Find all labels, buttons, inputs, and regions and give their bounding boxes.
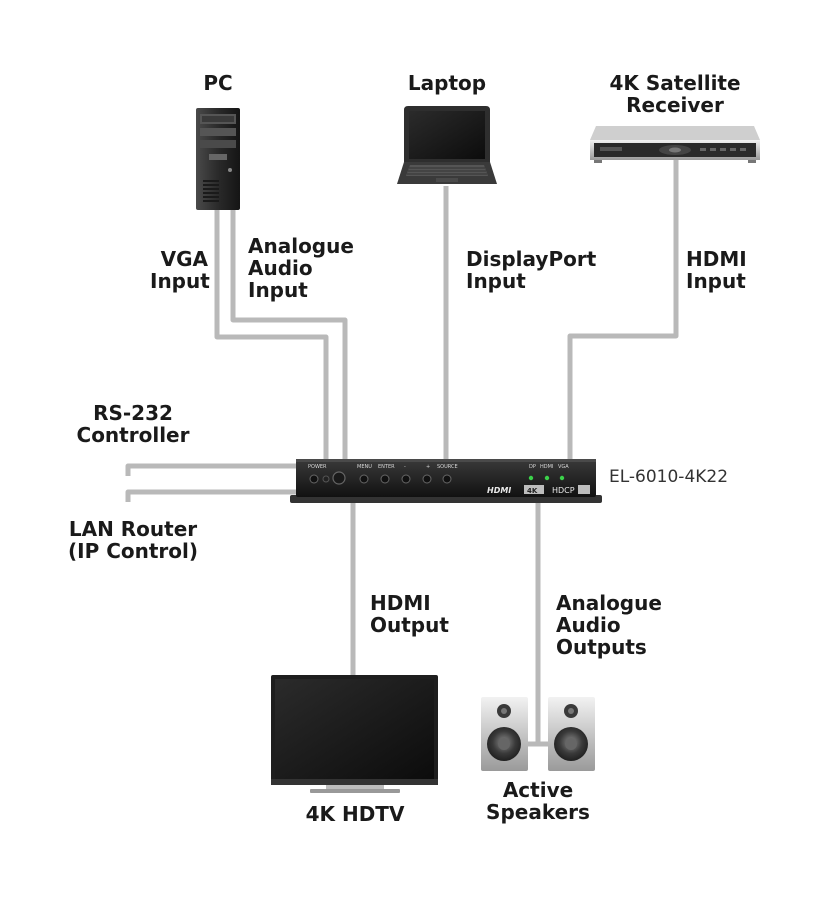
satellite-label: 4K Satellite Receiver xyxy=(609,71,741,117)
lan-cable xyxy=(125,489,296,502)
vga-led-label: VGA xyxy=(558,464,569,470)
model-number: EL-6010-4K22 xyxy=(609,467,729,487)
laptop-label: Laptop xyxy=(407,71,487,95)
hdcp-logo: HDCP xyxy=(552,486,575,495)
hdtv-icon xyxy=(271,675,438,793)
cables xyxy=(125,160,679,747)
minus-button[interactable] xyxy=(401,474,411,484)
hdmi-output-label: HDMI Output xyxy=(370,591,449,637)
menu-button[interactable] xyxy=(359,474,369,484)
hdtv-label: 4K HDTV xyxy=(305,802,405,826)
rs232-cable xyxy=(125,463,296,476)
rs232-controller-label: RS-232 Controller xyxy=(76,401,190,447)
hdmi-input-label: HDMI Input xyxy=(686,247,747,293)
ir-window xyxy=(322,475,330,483)
hdmi-led xyxy=(544,475,550,481)
speakers-icon xyxy=(481,697,595,771)
menu-label: MENU xyxy=(357,464,372,470)
hdmi-led-label: HDMI xyxy=(540,464,553,470)
source-label: SOURCE xyxy=(437,464,458,470)
power-label: POWER xyxy=(308,464,327,470)
dp-led xyxy=(528,475,534,481)
audio-jack xyxy=(332,471,346,485)
plus-button[interactable] xyxy=(422,474,432,484)
vga-led xyxy=(559,475,565,481)
uhd-logo: 4K xyxy=(527,487,538,495)
analogue-audio-input-label: Analogue Audio Input xyxy=(248,234,354,302)
hdmi-logo: HDMI xyxy=(487,486,511,495)
switcher-unit: POWER MENU ENTER - + SOURCE DP HDMI VGA … xyxy=(290,459,602,503)
dp-led-label: DP xyxy=(529,464,536,470)
satellite-receiver-icon xyxy=(590,126,760,163)
vga-input-label: VGA Input xyxy=(150,247,210,293)
vga-cable xyxy=(214,210,329,462)
plus-label: + xyxy=(426,464,430,470)
analogue-audio-in-cable xyxy=(230,210,348,462)
source-button[interactable] xyxy=(442,474,452,484)
lan-router-label: LAN Router (IP Control) xyxy=(67,517,199,563)
enter-button[interactable] xyxy=(380,474,390,484)
power-button[interactable] xyxy=(309,474,319,484)
minus-label: - xyxy=(404,464,406,470)
pc-label: PC xyxy=(203,71,233,95)
enter-label: ENTER xyxy=(378,464,395,470)
speakers-label: Active Speakers xyxy=(486,778,590,824)
laptop-icon xyxy=(397,106,497,184)
displayport-input-label: DisplayPort Input xyxy=(466,247,597,293)
pc-tower-icon xyxy=(196,108,240,210)
hdmi-in-cable xyxy=(567,160,679,462)
analogue-audio-outputs-label: Analogue Audio Outputs xyxy=(556,591,662,659)
